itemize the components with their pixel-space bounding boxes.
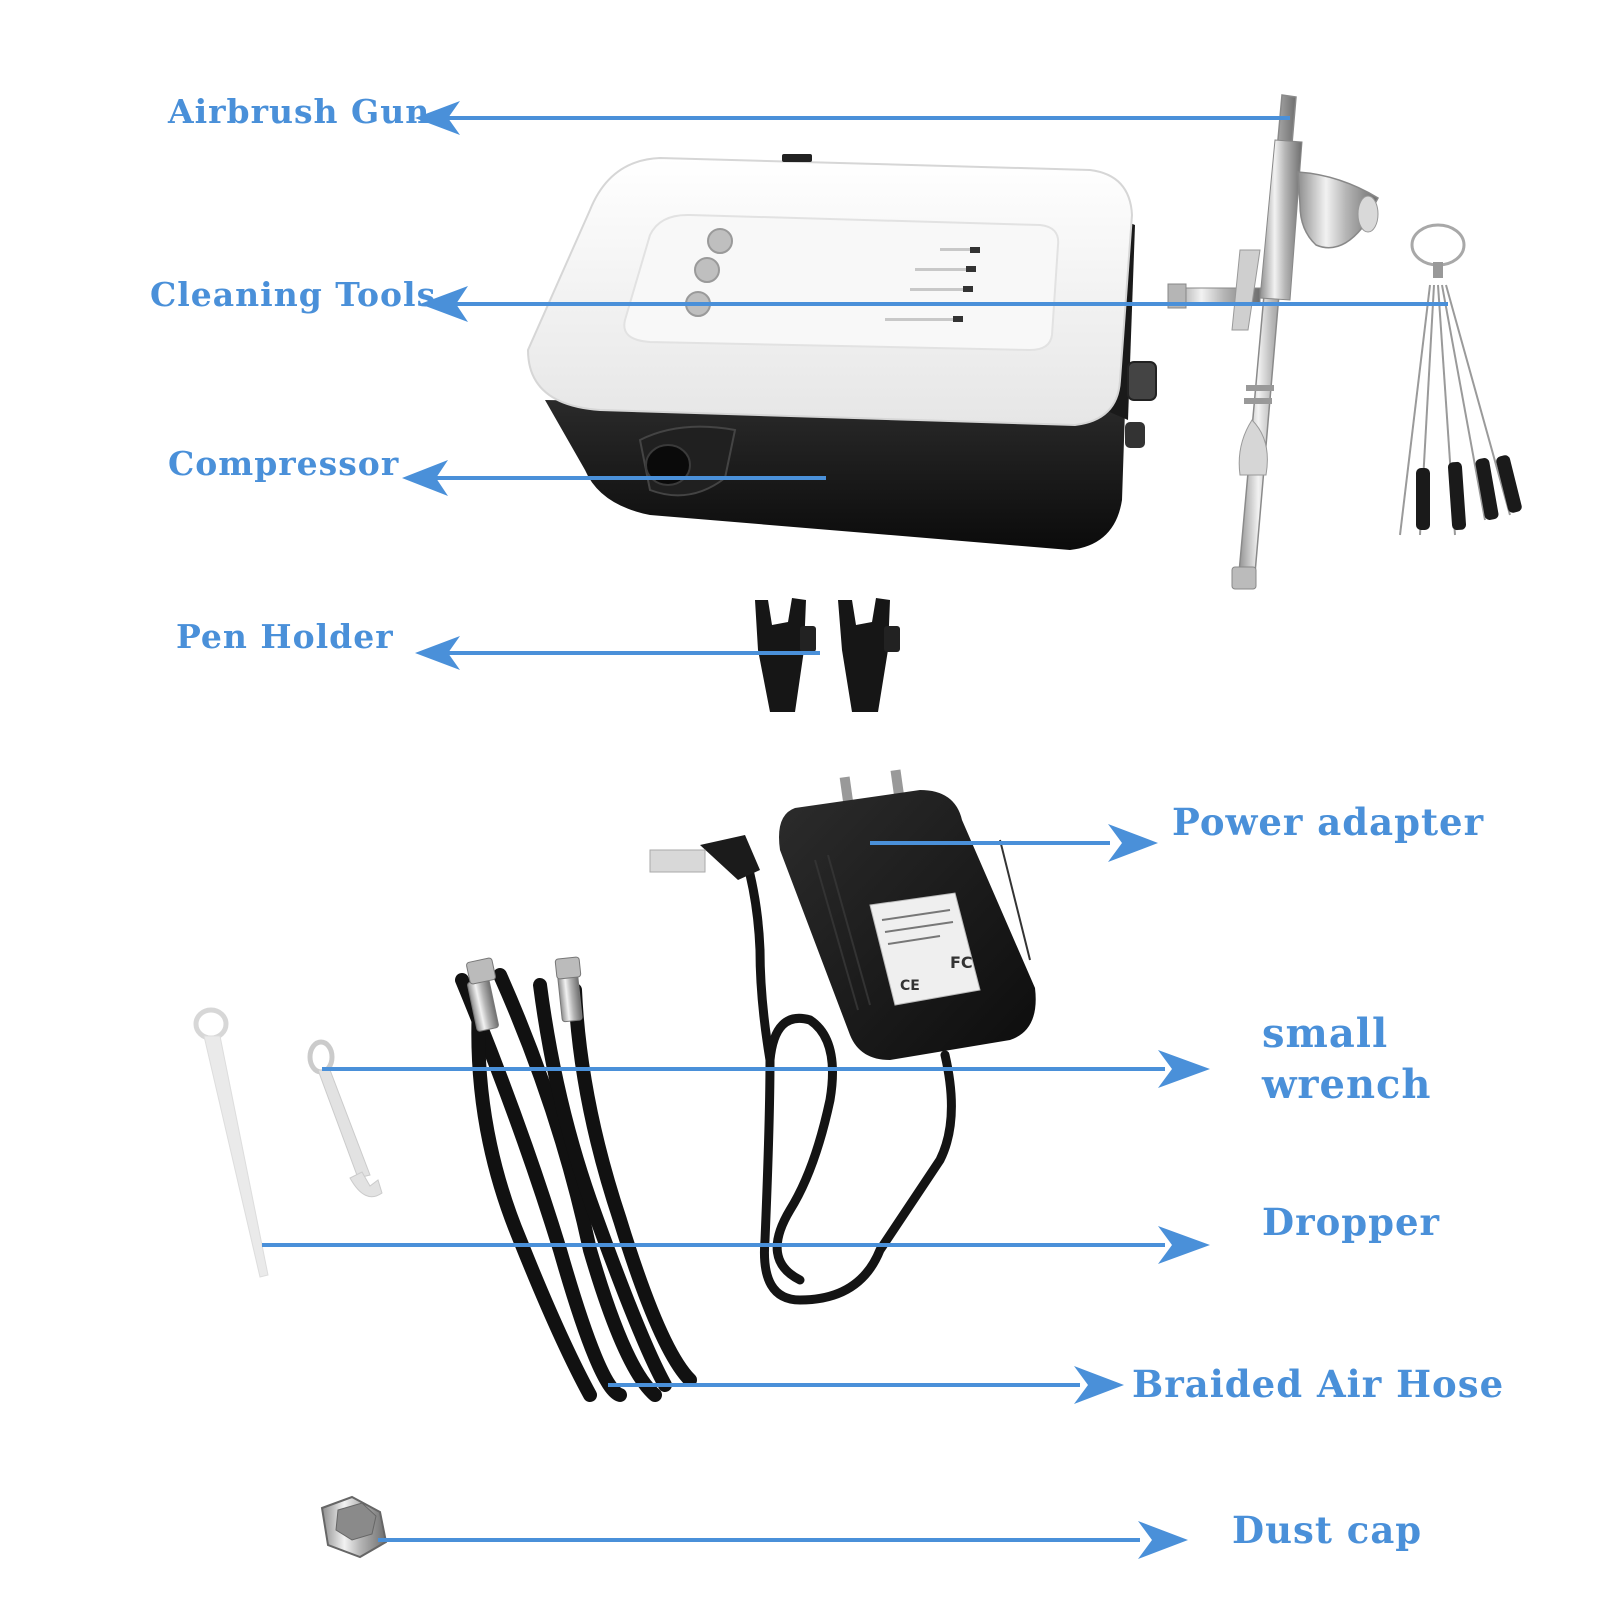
label-dust-cap: Dust cap xyxy=(1232,1508,1423,1552)
hose-fittings xyxy=(466,956,583,1032)
cleaning-tools-arrowhead xyxy=(420,286,468,322)
label-braided-air-hose: Braided Air Hose xyxy=(1132,1362,1505,1406)
label-power-adapter: Power adapter xyxy=(1172,800,1485,844)
airbrush-gun-arrowhead xyxy=(415,101,460,135)
power-adapter-arrowhead xyxy=(1108,824,1158,862)
label-small-wrench: small wrench xyxy=(1262,1010,1432,1109)
label-compressor: Compressor xyxy=(168,444,400,483)
label-dropper: Dropper xyxy=(1262,1200,1441,1244)
small-wrench-arrowhead xyxy=(1158,1050,1210,1088)
braided-air-hose-illustration xyxy=(455,968,697,1402)
airbrush-gun-illustration xyxy=(1167,94,1379,590)
label-pen-holder: Pen Holder xyxy=(176,617,394,656)
dust-cap-arrowhead xyxy=(1138,1521,1188,1559)
adapter-cert-text: FC xyxy=(950,953,973,972)
pen-holder-arrowhead xyxy=(415,636,460,670)
braided-air-hose-arrowhead xyxy=(1074,1366,1124,1404)
label-airbrush-gun: Airbrush Gun xyxy=(168,92,431,131)
label-cleaning-tools: Cleaning Tools xyxy=(150,275,437,314)
dropper-illustration xyxy=(193,1007,269,1278)
compressor-illustration xyxy=(526,154,1157,550)
small-wrench-illustration xyxy=(307,1039,383,1198)
compressor-arrowhead xyxy=(402,460,448,496)
dust-cap-illustration xyxy=(320,1495,388,1559)
dropper-arrowhead xyxy=(1158,1226,1210,1264)
power-adapter-illustration: FC CE xyxy=(649,769,1036,1305)
cleaning-tools-illustration xyxy=(1399,223,1522,536)
leader-lines xyxy=(262,101,1448,1559)
adapter-ce-text: CE xyxy=(900,978,920,994)
